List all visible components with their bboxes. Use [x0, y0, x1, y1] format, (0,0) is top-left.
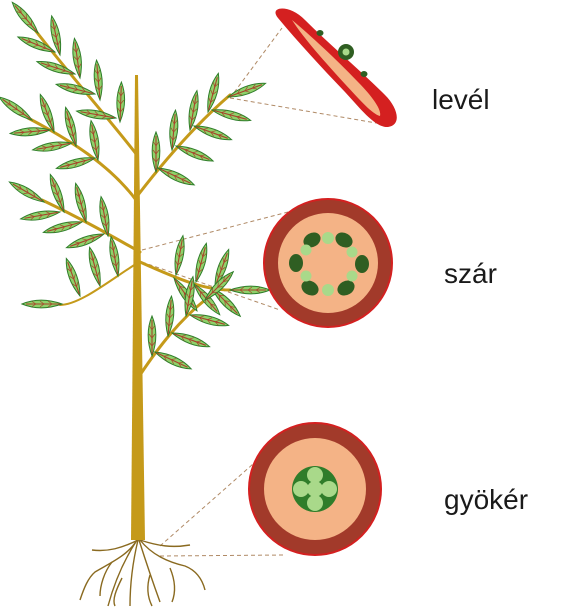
root-label: gyökér — [444, 486, 528, 514]
plant-illustration — [0, 0, 270, 606]
stem-label: szár — [444, 260, 497, 288]
leaf-label: levél — [432, 86, 490, 114]
roots — [80, 540, 205, 606]
main-stem — [131, 75, 145, 540]
root-cross-section — [249, 423, 381, 555]
stem-cross-section — [264, 199, 392, 327]
